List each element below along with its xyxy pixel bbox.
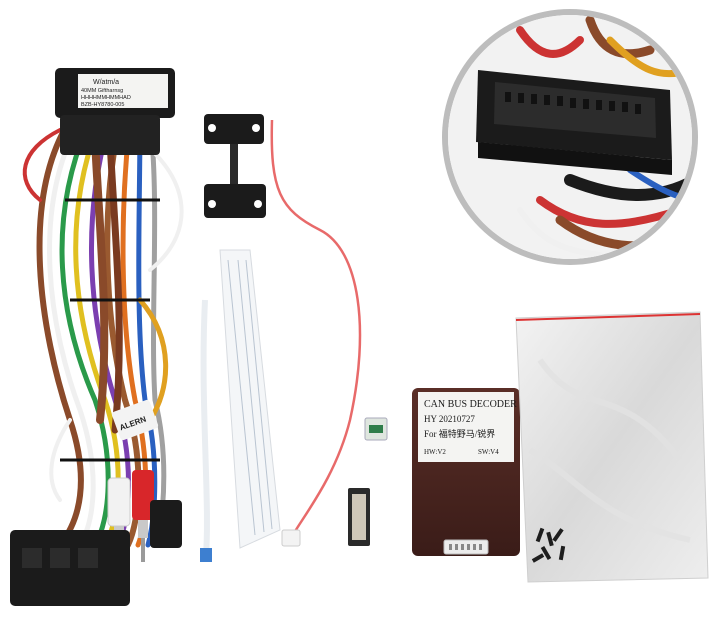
rca-plugs	[107, 470, 154, 572]
camera-bracket	[204, 114, 266, 218]
ribbon-cable	[200, 249, 281, 562]
decoder-line2: HY 20210727	[424, 414, 475, 424]
decoder-title: CAN BUS DECODER	[424, 399, 517, 410]
harness-top-connector: W/atm/a 40MM Giftharnsg HHHHMMHMMHAD BZB…	[55, 68, 175, 155]
decoder-line3: For 福特野马/锐界	[424, 428, 495, 439]
harness-tag-line2: 40MM Giftharnsg	[81, 88, 123, 94]
harness-bottom-connector	[10, 500, 182, 606]
wire-harness: W/atm/a 40MM Giftharnsg HHHHMMHMMHAD BZB…	[10, 68, 184, 606]
screws	[531, 527, 566, 563]
connector-closeup-inset	[442, 9, 698, 265]
ffc-connector	[348, 488, 370, 546]
decoder-sw: SW:V4	[478, 448, 499, 456]
harness-tag-line1: W/atm/a	[93, 79, 119, 86]
decoder-hw: HW:V2	[424, 448, 446, 456]
screw-bag	[515, 311, 709, 583]
closeup-connector-body	[476, 70, 672, 175]
red-signal-wire	[270, 119, 362, 541]
wire-end-connector	[281, 529, 301, 547]
can-bus-decoder: CAN BUS DECODER HY 20210727 For 福特野马/锐界 …	[412, 388, 520, 556]
small-adapter-board	[364, 417, 388, 441]
cable-tag: ALERN	[111, 399, 159, 441]
harness-tag-line4: BZB-HY8780-005	[81, 102, 124, 108]
harness-tag-line3: HHHHMMHMMHAD	[81, 95, 131, 101]
